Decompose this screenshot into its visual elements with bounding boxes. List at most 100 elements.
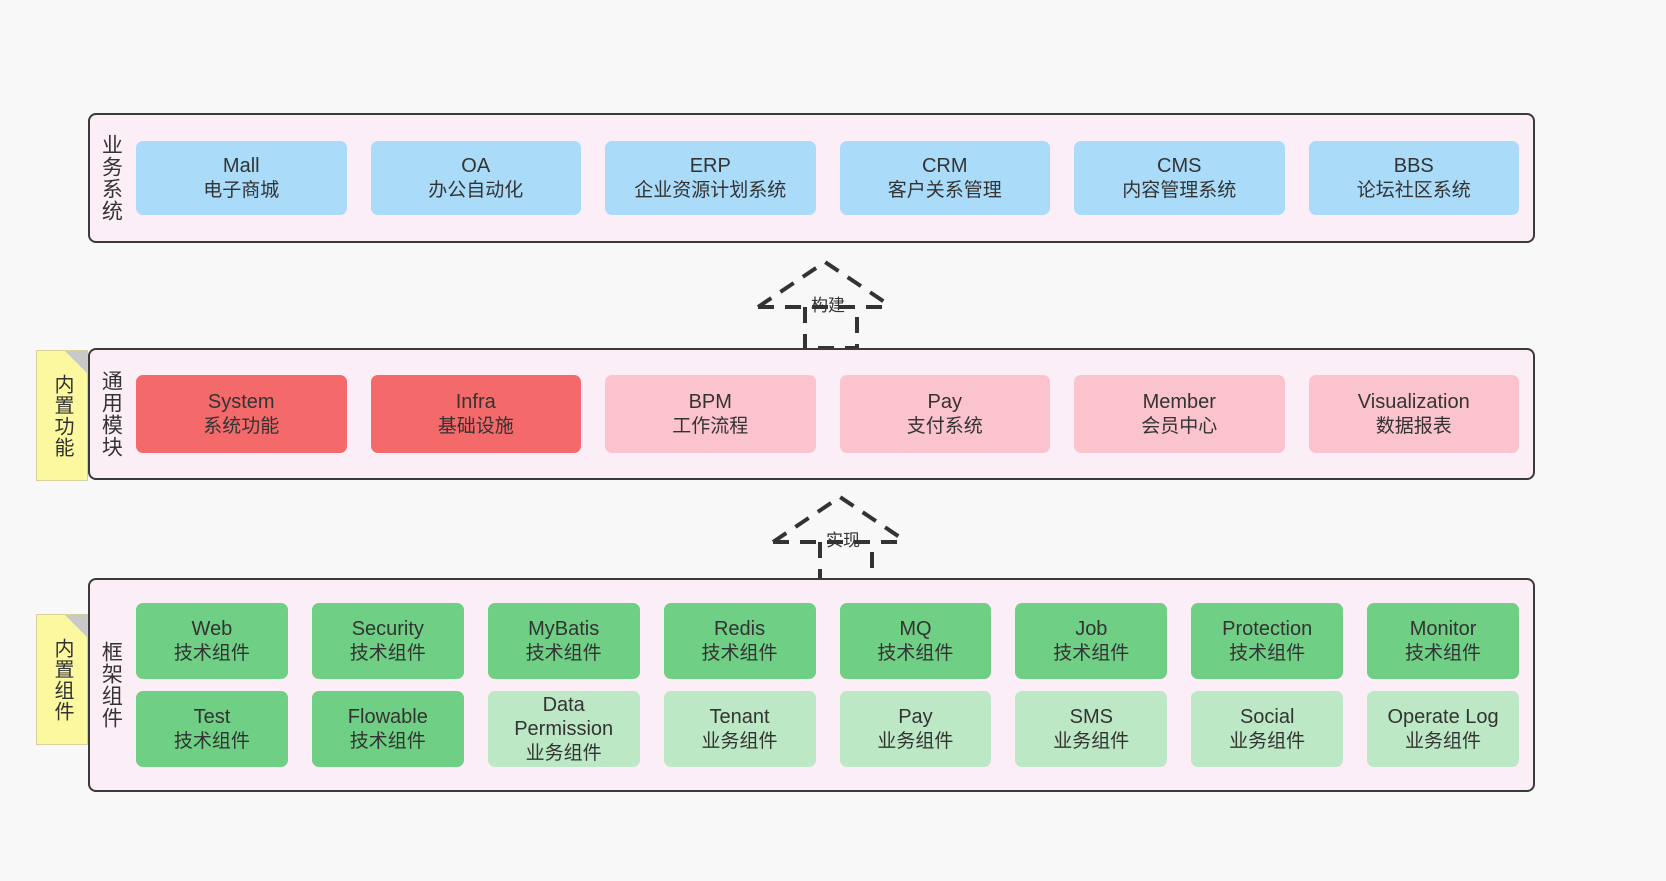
layer-common-module: 通用模块 System 系统功能 Infra 基础设施 BPM 工作流程 Pay… (88, 348, 1535, 480)
card-security[interactable]: Security 技术组件 (311, 603, 464, 679)
card-cms[interactable]: CMS 内容管理系统 (1074, 141, 1285, 215)
card-test[interactable]: Test 技术组件 (136, 691, 288, 767)
card-title-cn: 支付系统 (906, 415, 983, 437)
layer-common-module-title: 通用模块 (99, 370, 123, 458)
card-title-cn: 办公自动化 (428, 179, 524, 201)
card-bpm[interactable]: BPM 工作流程 (605, 375, 816, 453)
card-title-cn: 技术组件 (877, 642, 954, 664)
card-title-cn: 电子商城 (203, 179, 280, 201)
card-flowable[interactable]: Flowable 技术组件 (311, 691, 464, 767)
card-title-cn: 业务组件 (1405, 730, 1482, 752)
card-title-en: Test (193, 706, 231, 729)
card-title-en: MQ (899, 618, 932, 641)
card-pay[interactable]: Pay 支付系统 (839, 375, 1050, 453)
card-title-cn: 会员中心 (1141, 415, 1218, 437)
connector-implement: 实现 (768, 492, 928, 585)
card-system[interactable]: System 系统功能 (136, 375, 347, 453)
card-title-en: Tenant (709, 706, 770, 729)
card-title-en: OA (461, 155, 491, 178)
card-title-en: BPM (688, 391, 732, 414)
card-title-en: Infra (455, 391, 496, 414)
card-infra[interactable]: Infra 基础设施 (370, 375, 581, 453)
card-title-cn: 业务组件 (1229, 730, 1306, 752)
card-mall[interactable]: Mall 电子商城 (136, 141, 347, 215)
card-mybatis[interactable]: MyBatis 技术组件 (487, 603, 640, 679)
card-oa[interactable]: OA 办公自动化 (370, 141, 581, 215)
card-title-cn: 论坛社区系统 (1356, 179, 1471, 201)
framework-card-row-1: Web 技术组件 Security 技术组件 MyBatis 技术组件 Redi… (136, 603, 1519, 679)
card-pay-component[interactable]: Pay 业务组件 (839, 691, 992, 767)
connector-label-build: 构建 (811, 296, 845, 315)
layer-framework-component-title: 框架组件 (99, 641, 123, 729)
card-title-en: Data Permission (514, 694, 614, 741)
card-title-cn: 内容管理系统 (1122, 179, 1237, 201)
card-mq[interactable]: MQ 技术组件 (839, 603, 992, 679)
note-fold-corner-icon (65, 351, 87, 373)
card-title-en: Pay (927, 391, 962, 414)
card-title-cn: 业务组件 (877, 730, 954, 752)
layer-framework-component: 框架组件 Web 技术组件 Security 技术组件 MyBatis 技术组件… (88, 578, 1535, 792)
card-tenant[interactable]: Tenant 业务组件 (663, 691, 816, 767)
card-erp[interactable]: ERP 企业资源计划系统 (605, 141, 816, 215)
card-title-cn: 数据报表 (1375, 415, 1452, 437)
card-title-cn: 客户关系管理 (887, 179, 1002, 201)
common-card-row: System 系统功能 Infra 基础设施 BPM 工作流程 Pay 支付系统… (136, 375, 1519, 453)
card-title-en: Protection (1222, 618, 1313, 641)
card-title-en: MyBatis (528, 618, 600, 641)
business-card-row: Mall 电子商城 OA 办公自动化 ERP 企业资源计划系统 CRM 客户关系… (136, 141, 1519, 215)
card-operate-log[interactable]: Operate Log 业务组件 (1367, 691, 1519, 767)
card-sms[interactable]: SMS 业务组件 (1015, 691, 1168, 767)
connector-build: 构建 (753, 257, 913, 350)
card-title-en: ERP (689, 155, 731, 178)
layer-common-module-body: System 系统功能 Infra 基础设施 BPM 工作流程 Pay 支付系统… (130, 350, 1533, 478)
card-title-cn: 技术组件 (1053, 642, 1130, 664)
card-web[interactable]: Web 技术组件 (136, 603, 288, 679)
card-title-en: CRM (921, 155, 968, 178)
card-monitor[interactable]: Monitor 技术组件 (1367, 603, 1519, 679)
card-title-cn: 工作流程 (672, 415, 749, 437)
card-title-cn: 业务组件 (1053, 730, 1130, 752)
card-title-cn: 基础设施 (437, 415, 514, 437)
card-title-en: System (207, 391, 275, 414)
layer-business-system-body: Mall 电子商城 OA 办公自动化 ERP 企业资源计划系统 CRM 客户关系… (130, 115, 1533, 241)
card-title-en: Web (191, 618, 233, 641)
layer-business-system: 业务系统 Mall 电子商城 OA 办公自动化 ERP 企业资源计划系统 CRM… (88, 113, 1535, 243)
card-title-en: CMS (1157, 155, 1202, 178)
card-member[interactable]: Member 会员中心 (1074, 375, 1285, 453)
card-title-en: Operate Log (1387, 706, 1499, 729)
card-title-en: Member (1142, 391, 1216, 414)
card-title-cn: 技术组件 (349, 642, 426, 664)
framework-card-row-2: Test 技术组件 Flowable 技术组件 Data Permission … (136, 691, 1519, 767)
card-protection[interactable]: Protection 技术组件 (1191, 603, 1344, 679)
card-title-cn: 业务组件 (701, 730, 778, 752)
card-crm[interactable]: CRM 客户关系管理 (839, 141, 1050, 215)
card-redis[interactable]: Redis 技术组件 (663, 603, 816, 679)
note-label: 内置组件 (51, 637, 73, 722)
note-builtin-component: 内置组件 (36, 614, 88, 745)
card-title-en: Redis (713, 618, 766, 641)
card-title-cn: 技术组件 (701, 642, 778, 664)
card-social[interactable]: Social 业务组件 (1191, 691, 1344, 767)
note-fold-corner-icon (65, 615, 87, 637)
card-title-cn: 企业资源计划系统 (634, 179, 787, 201)
card-title-cn: 业务组件 (525, 742, 602, 764)
card-job[interactable]: Job 技术组件 (1015, 603, 1168, 679)
card-title-cn: 技术组件 (1405, 642, 1482, 664)
card-title-en: Flowable (347, 706, 428, 729)
card-title-cn: 系统功能 (203, 415, 280, 437)
card-title-en: Monitor (1409, 618, 1477, 641)
card-title-cn: 技术组件 (173, 730, 250, 752)
card-title-en: Mall (222, 155, 260, 178)
card-bbs[interactable]: BBS 论坛社区系统 (1308, 141, 1519, 215)
card-title-en: Visualization (1357, 391, 1470, 414)
card-title-cn: 技术组件 (1229, 642, 1306, 664)
card-data-permission[interactable]: Data Permission 业务组件 (487, 691, 640, 767)
card-title-en: Social (1239, 706, 1295, 729)
note-label: 内置功能 (51, 373, 73, 458)
card-title-cn: 技术组件 (349, 730, 426, 752)
connector-label-implement: 实现 (826, 531, 860, 550)
card-title-en: SMS (1069, 706, 1113, 729)
card-visualization[interactable]: Visualization 数据报表 (1308, 375, 1519, 453)
card-title-cn: 技术组件 (173, 642, 250, 664)
